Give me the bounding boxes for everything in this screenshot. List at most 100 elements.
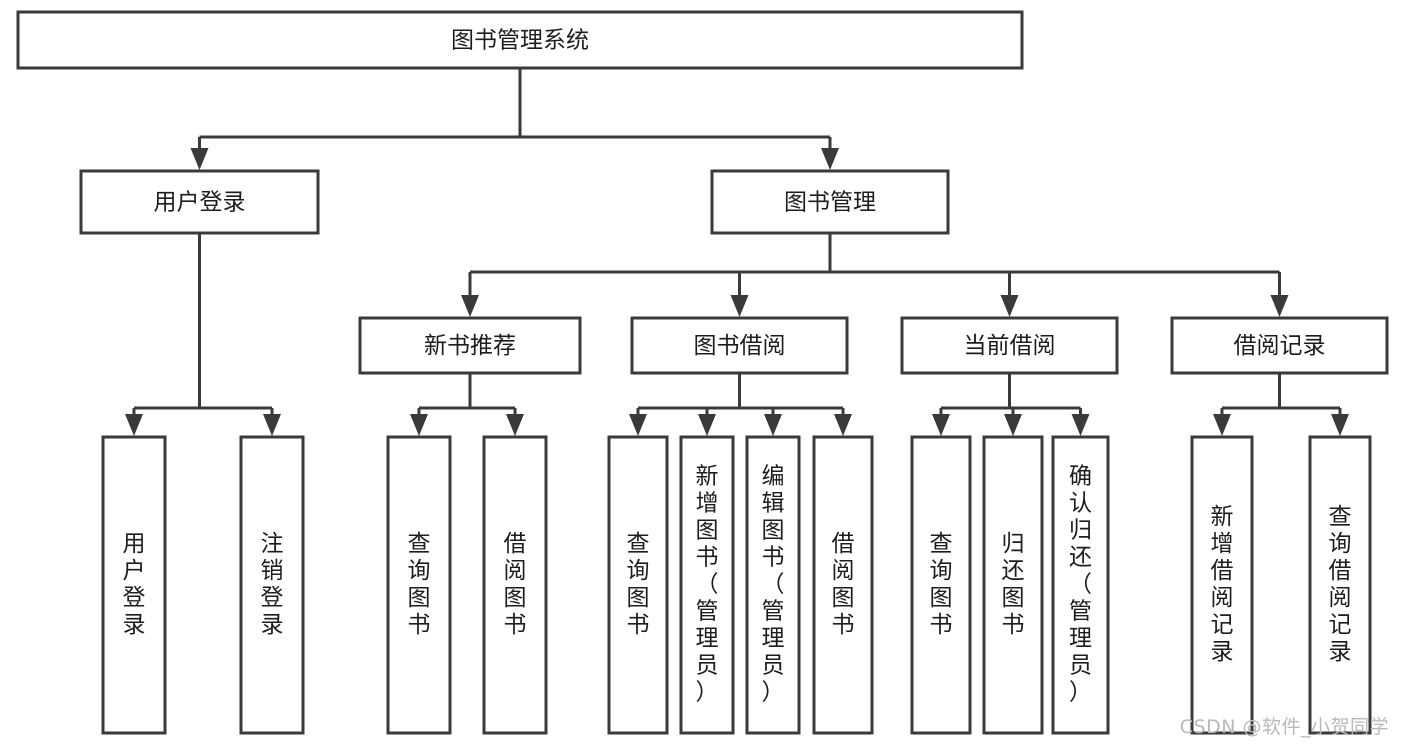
node-label: 用户登录 (154, 190, 246, 216)
connector-book-borrow (629, 373, 852, 436)
node-root[interactable]: 图书管理系统 (16, 10, 1024, 70)
connector-arrowhead (821, 148, 839, 170)
node-label-char: 管 (1069, 599, 1092, 625)
connector-book-manage (461, 233, 1289, 317)
connector-arrowhead (834, 414, 852, 436)
node-label-char: 理 (1069, 626, 1092, 652)
node-box (101, 435, 167, 735)
node-box (679, 435, 735, 735)
node-label-char: 查 (930, 531, 953, 557)
node-label-char: 借 (832, 531, 855, 557)
node-box (1051, 435, 1110, 735)
connector-arrowhead (764, 414, 782, 436)
node-label-char: 销 (261, 558, 284, 584)
node-label-char: ） (696, 680, 719, 706)
node-borrow-record[interactable]: 借阅记录 (1170, 316, 1389, 375)
node-label-char: （ (696, 572, 719, 598)
node-label-char: （ (762, 572, 785, 598)
connector-user-login (125, 233, 281, 436)
node-label-char: （ (1069, 572, 1092, 598)
connector-arrowhead (1000, 295, 1019, 317)
connector-arrowhead (698, 414, 716, 436)
node-leaf-user-login[interactable]: 用户登录 (101, 435, 167, 735)
node-label-char: 录 (123, 612, 146, 638)
node-box (1170, 316, 1389, 375)
node-label-char: 图 (627, 585, 650, 611)
node-box (1190, 435, 1254, 735)
connector-borrow-record (1213, 373, 1349, 436)
connector-arrowhead (932, 414, 950, 436)
node-user-login[interactable]: 用户登录 (79, 169, 320, 235)
node-label-char: ） (762, 680, 785, 706)
node-label: 图书借阅 (694, 333, 786, 359)
node-label: 当前借阅 (964, 333, 1056, 359)
connector-root (190, 68, 839, 170)
connector-arrowhead (410, 414, 428, 436)
node-label-char: 查 (627, 531, 650, 557)
node-label-char: 增 (696, 491, 719, 517)
node-label-char: 新 (1211, 504, 1234, 530)
node-label-char: 书 (504, 612, 527, 638)
node-label-char: 借 (504, 531, 527, 557)
node-book-manage[interactable]: 图书管理 (710, 169, 950, 235)
node-label-char: 记 (1211, 612, 1234, 638)
node-label-char: 认 (1069, 491, 1092, 517)
node-box (900, 316, 1119, 375)
node-label-char: 归 (1002, 531, 1025, 557)
node-box (745, 435, 801, 735)
node-label-char: 图 (930, 585, 953, 611)
node-label-char: 归 (1069, 518, 1092, 544)
node-label-char: 图 (696, 518, 719, 544)
node-box (910, 435, 972, 735)
connector-arrowhead (506, 414, 524, 436)
node-label-char: 员 (696, 653, 719, 679)
node-box (16, 10, 1024, 70)
node-label-char: 用 (123, 531, 146, 557)
node-label-char: 还 (1002, 558, 1025, 584)
node-new-book-recommend[interactable]: 新书推荐 (358, 316, 582, 375)
node-current-borrow[interactable]: 当前借阅 (900, 316, 1119, 375)
connector-arrowhead (1270, 295, 1289, 317)
node-box (982, 435, 1044, 735)
node-label: 图书管理 (784, 190, 876, 216)
node-box (79, 169, 320, 235)
connector-arrowhead (1004, 414, 1022, 436)
node-label-char: 员 (762, 653, 785, 679)
node-label-char: 新 (696, 464, 719, 490)
node-box (358, 316, 582, 375)
node-label-char: 查 (408, 531, 431, 557)
node-box (607, 435, 669, 735)
node-box (482, 435, 548, 735)
node-label-char: 询 (408, 558, 431, 584)
nodes-layer: 图书管理系统用户登录图书管理新书推荐图书借阅当前借阅借阅记录用户登录注销登录查询… (16, 10, 1389, 735)
node-label-char: 录 (261, 612, 284, 638)
node-box (1308, 435, 1372, 735)
connector-arrowhead (629, 414, 647, 436)
node-label-char: 录 (1329, 639, 1352, 665)
connector-arrowhead (1213, 414, 1231, 436)
node-book-borrow[interactable]: 图书借阅 (630, 316, 849, 375)
node-label-char: 录 (1211, 639, 1234, 665)
node-label-char: 登 (261, 585, 284, 611)
node-label-char: 图 (832, 585, 855, 611)
node-label-char: 编 (762, 464, 785, 490)
